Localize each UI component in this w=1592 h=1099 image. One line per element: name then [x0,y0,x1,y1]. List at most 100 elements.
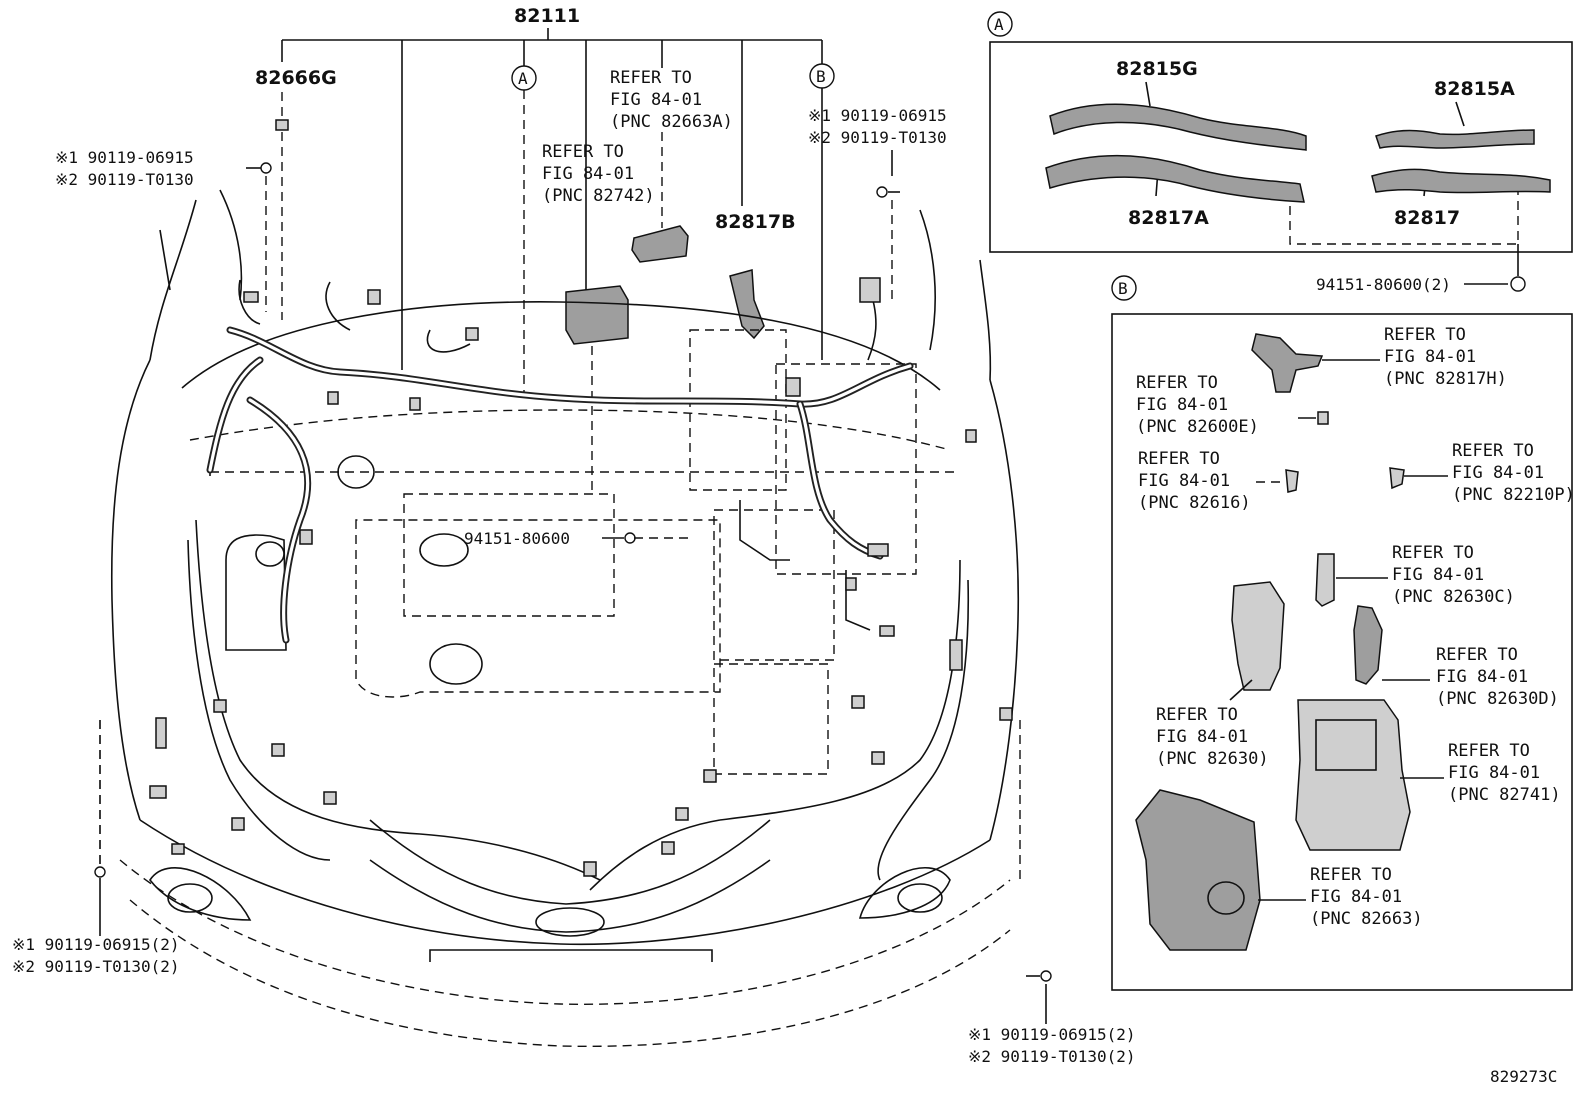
svg-text:FIG 84-01: FIG 84-01 [1436,667,1528,687]
relay-82630c-icon [1315,553,1335,607]
main-part-number: 82111 [514,5,580,27]
svg-text:(PNC 82663A): (PNC 82663A) [610,112,733,132]
ref-82742-label: REFER TO FIG 84-01 (PNC 82742) [542,142,655,206]
part-82817-icon [1371,168,1551,194]
detail-a-box [989,41,1573,253]
harness-connectors [149,277,1013,877]
bracket-82817h-icon [1251,333,1324,393]
clip-center-label: 94151-80600 [464,529,570,548]
relay-82616-icon [1285,469,1299,493]
svg-text:REFER TO: REFER TO [1384,325,1466,345]
connector-82210p-icon [1389,467,1405,490]
relay-box-82741-icon [1295,699,1411,851]
clip-detail-a-icon [1510,276,1526,292]
ref-82210p-label: REFER TO FIG 84-01 (PNC 82210P) [1452,441,1575,505]
detail-a-callout: A [987,11,1013,37]
svg-text:FIG 84-01: FIG 84-01 [1156,727,1248,747]
connector-82600e-icon [1317,411,1329,425]
svg-text:B: B [816,67,826,86]
svg-text:FIG 84-01: FIG 84-01 [1138,471,1230,491]
svg-text:FIG 84-01: FIG 84-01 [1448,763,1540,783]
part-82815a-label: 82815A [1434,78,1515,100]
detail-b-callout: B [1111,275,1137,301]
svg-text:REFER TO: REFER TO [1138,449,1220,469]
part-82815a-icon [1375,129,1535,149]
svg-text:A: A [518,69,528,88]
ref-82630d-label: REFER TO FIG 84-01 (PNC 82630D) [1436,645,1559,709]
svg-text:FIG 84-01: FIG 84-01 [542,164,634,184]
clip-center-icon [624,532,636,544]
svg-text:(PNC 82600E): (PNC 82600E) [1136,417,1259,437]
bolt-br-label-2: ※2 90119-T0130(2) [968,1047,1136,1066]
engine-bay-outline [99,189,1021,1048]
figure-code: 829273C [1490,1067,1557,1086]
ref-82600e-label: REFER TO FIG 84-01 (PNC 82600E) [1136,373,1259,437]
part-82815g-label: 82815G [1116,58,1198,80]
part-82815g-icon [1049,103,1307,151]
svg-text:(PNC 82630D): (PNC 82630D) [1436,689,1559,709]
svg-text:(PNC 82630): (PNC 82630) [1156,749,1269,769]
relay-block-82663a-icon [631,225,689,263]
callout-b-main: B [809,63,835,360]
bolt-bl-label-2: ※2 90119-T0130(2) [12,957,180,976]
bolt-br-label-1: ※1 90119-06915(2) [968,1025,1136,1044]
bolt-bl-icon [94,866,106,936]
fuse-block-82630-icon [1231,581,1285,691]
svg-text:(PNC 82616): (PNC 82616) [1138,493,1251,513]
svg-text:FIG 84-01: FIG 84-01 [610,90,702,110]
svg-text:REFER TO: REFER TO [1156,705,1238,725]
ref-82741-label: REFER TO FIG 84-01 (PNC 82741) [1448,741,1561,805]
ref-82663-label: REFER TO FIG 84-01 (PNC 82663) [1310,865,1423,929]
main-part-leader: 82111 [281,5,823,370]
part-82666g-icon [275,119,289,131]
relay-82630d-icon [1353,605,1383,685]
bolt-br-icon [1026,970,1052,982]
svg-text:(PNC 82817H): (PNC 82817H) [1384,369,1507,389]
svg-text:FIG 84-01: FIG 84-01 [1384,347,1476,367]
svg-text:REFER TO: REFER TO [1452,441,1534,461]
bolt-tl-icon [246,162,272,174]
part-82817b-label: 82817B [715,211,796,233]
ref-82663a-label: REFER TO FIG 84-01 (PNC 82663A) [610,68,733,132]
connector-82742-icon [565,285,629,345]
svg-text:REFER TO: REFER TO [542,142,624,162]
detail-b-box [1111,313,1573,991]
ref-82630-label: REFER TO FIG 84-01 (PNC 82630) [1156,705,1269,769]
wire-harness-82111 [187,279,970,891]
svg-text:(PNC 82742): (PNC 82742) [542,186,655,206]
bolt-bl-label-1: ※1 90119-06915(2) [12,935,180,954]
bolt-tl-label-1: ※1 90119-06915 [55,148,194,167]
svg-text:REFER TO: REFER TO [1392,543,1474,563]
bolt-tl-label-2: ※2 90119-T0130 [55,170,194,189]
bolt-tr-icon [876,186,900,198]
part-82817-label: 82817 [1394,207,1460,229]
callout-a-main: A [511,65,537,395]
svg-text:REFER TO: REFER TO [1310,865,1392,885]
svg-text:(PNC 82210P): (PNC 82210P) [1452,485,1575,505]
bolt-tr-label-2: ※2 90119-T0130 [808,128,947,147]
part-82817a-icon [1045,154,1305,203]
ref-82630c-label: REFER TO FIG 84-01 (PNC 82630C) [1392,543,1515,607]
svg-text:FIG 84-01: FIG 84-01 [1136,395,1228,415]
ref-82616-label: REFER TO FIG 84-01 (PNC 82616) [1138,449,1251,513]
ref-82817h-label: REFER TO FIG 84-01 (PNC 82817H) [1384,325,1507,389]
svg-text:(PNC 82741): (PNC 82741) [1448,785,1561,805]
part-82666g-label: 82666G [255,67,337,89]
svg-text:FIG 84-01: FIG 84-01 [1392,565,1484,585]
svg-text:FIG 84-01: FIG 84-01 [1310,887,1402,907]
svg-text:A: A [994,15,1004,34]
relay-block-82663-icon [1135,789,1261,951]
part-82817b-icon [729,269,765,340]
svg-text:REFER TO: REFER TO [1436,645,1518,665]
svg-text:B: B [1118,279,1128,298]
svg-text:REFER TO: REFER TO [1448,741,1530,761]
part-82817a-label: 82817A [1128,207,1209,229]
svg-text:REFER TO: REFER TO [1136,373,1218,393]
bolt-tr-label-1: ※1 90119-06915 [808,106,947,125]
svg-text:(PNC 82663): (PNC 82663) [1310,909,1423,929]
clip-detail-a-label: 94151-80600(2) [1316,275,1451,294]
svg-text:FIG 84-01: FIG 84-01 [1452,463,1544,483]
svg-text:REFER TO: REFER TO [610,68,692,88]
svg-text:(PNC 82630C): (PNC 82630C) [1392,587,1515,607]
